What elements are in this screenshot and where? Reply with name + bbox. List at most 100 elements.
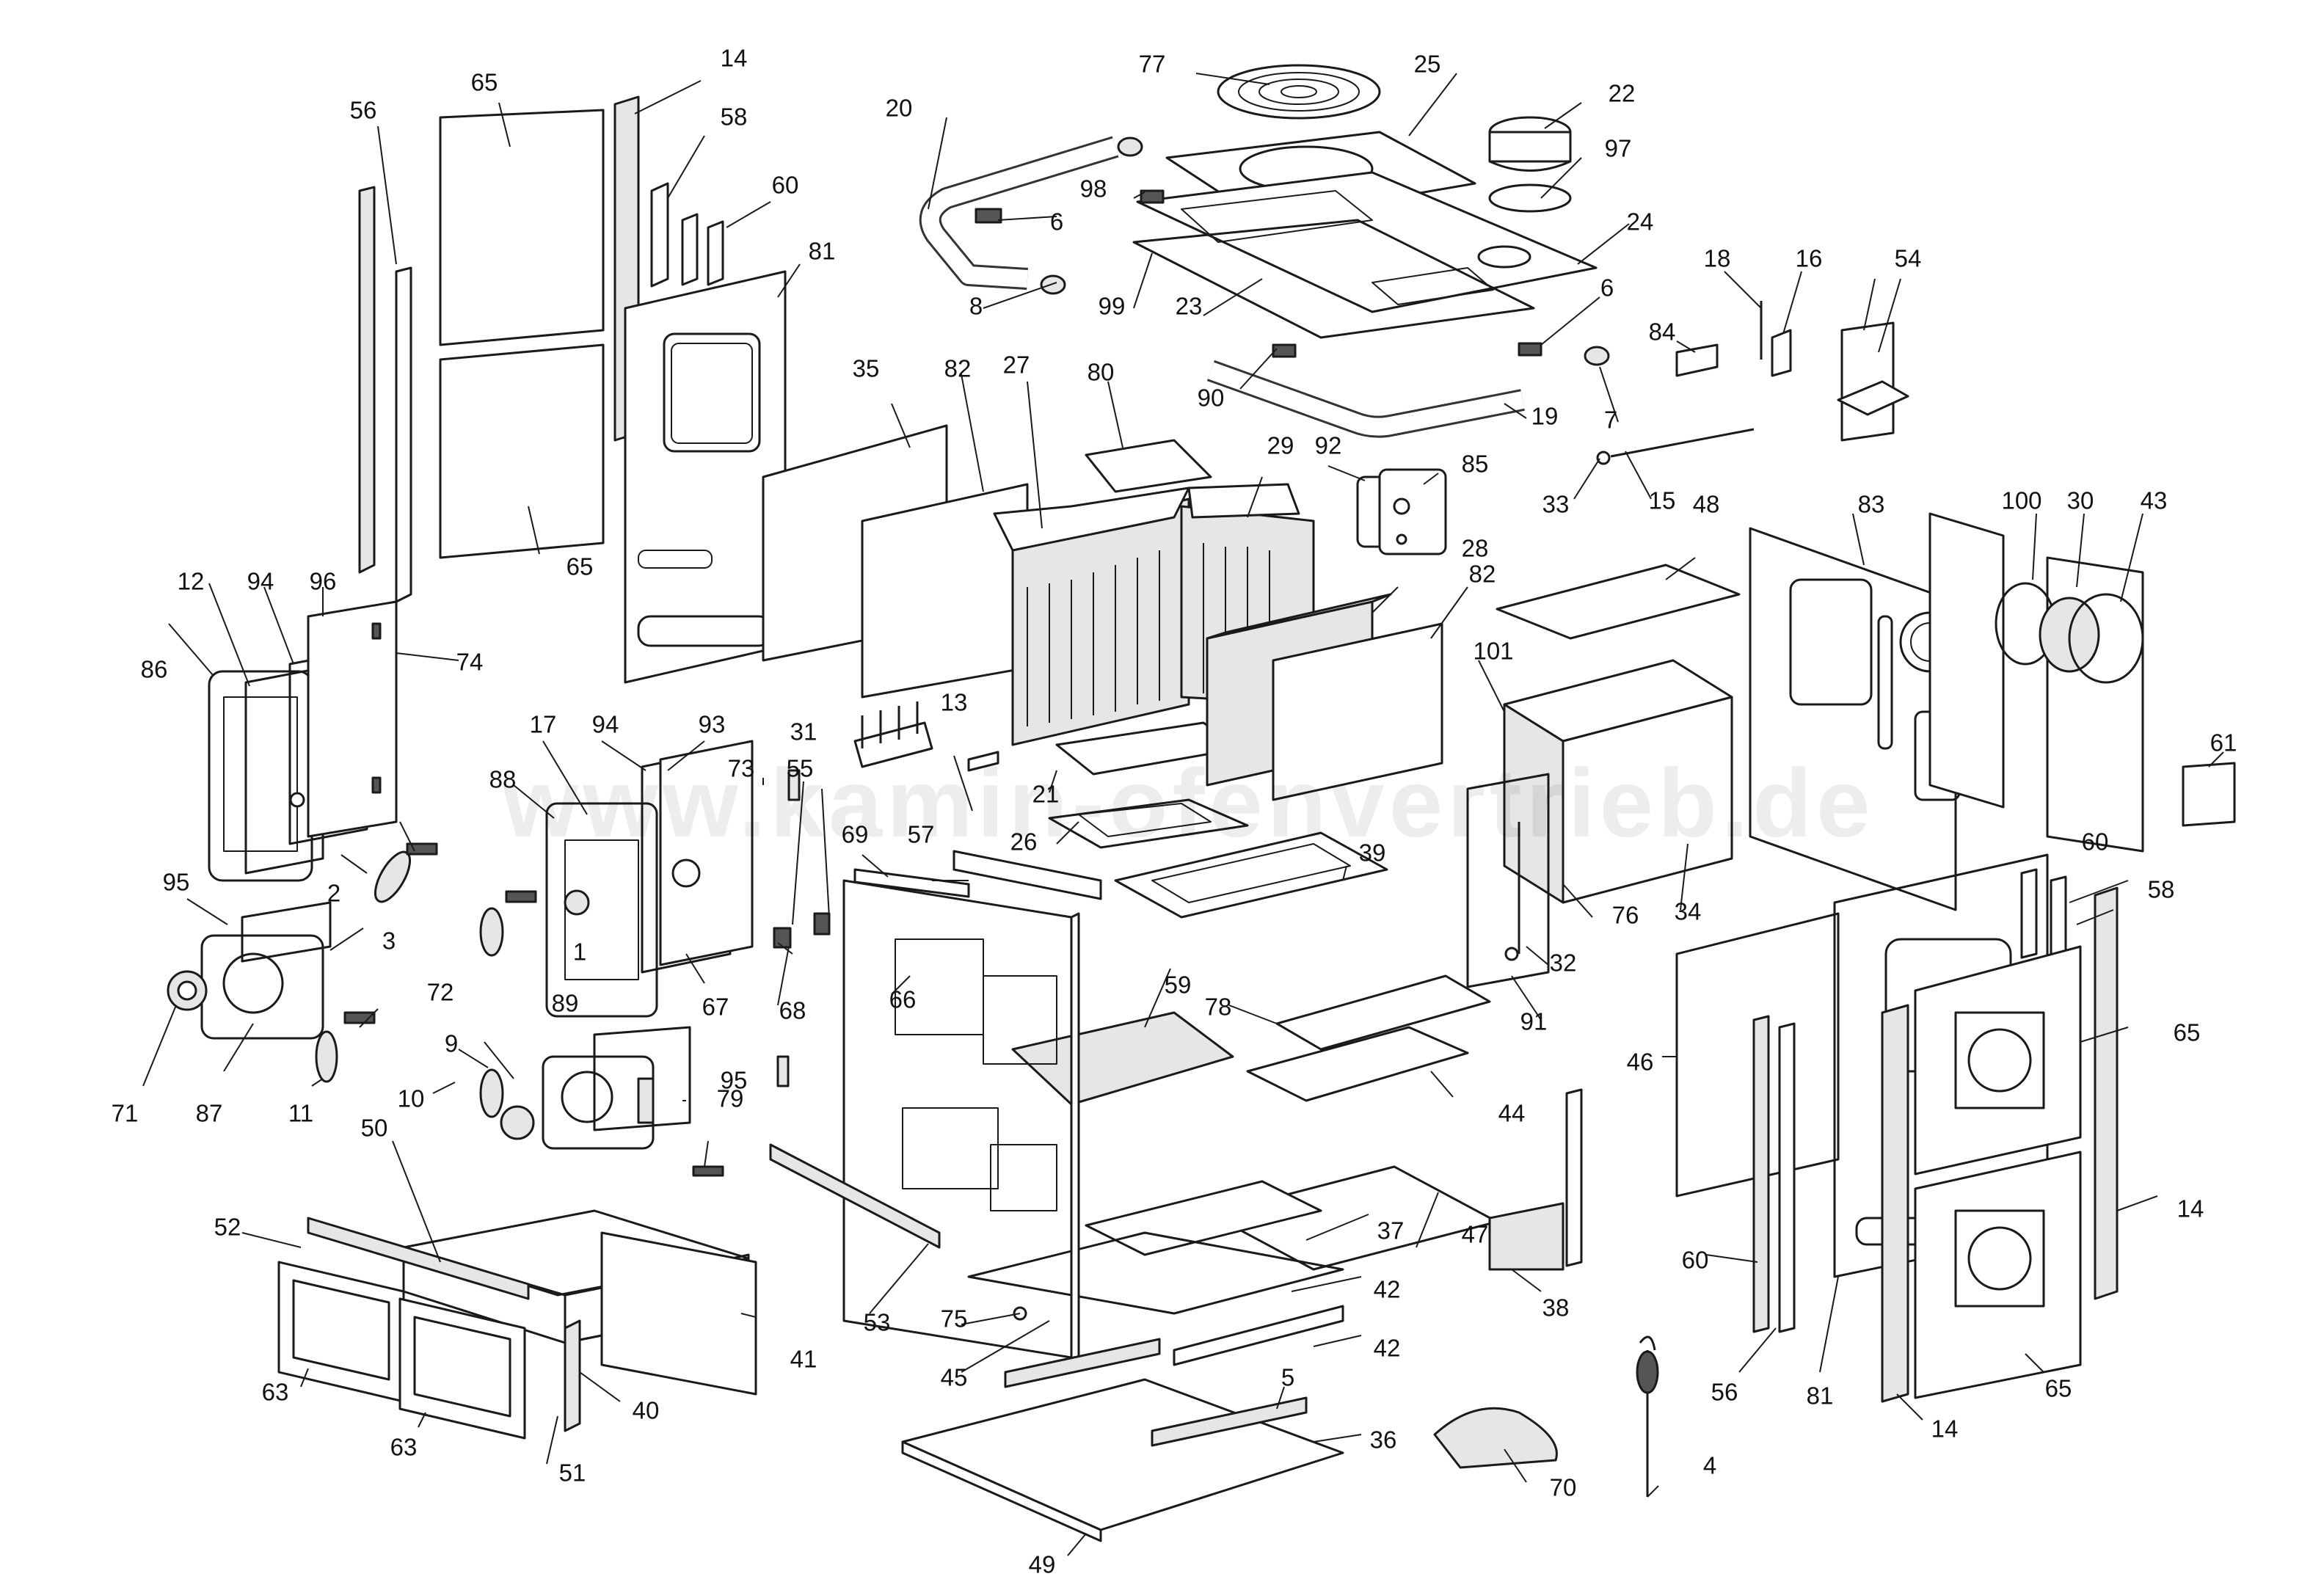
clip-13 [967, 751, 999, 772]
watermark: www.kamin-ofenvertrieb.de [503, 749, 1875, 857]
callout-67: 67 [702, 994, 729, 1021]
door-89 [542, 1055, 655, 1150]
callout-76: 76 [1612, 902, 1639, 929]
left-trim-strip [650, 182, 724, 288]
door-inner-74 [307, 600, 398, 838]
callout-57: 57 [908, 821, 935, 848]
frame-rail-42b [1173, 1305, 1344, 1366]
callout-51: 51 [559, 1459, 586, 1487]
callout-47: 47 [1462, 1221, 1489, 1248]
callout-54: 54 [1895, 245, 1922, 272]
callout-2: 2 [327, 880, 340, 907]
callout-55: 55 [787, 755, 814, 782]
leader-lines [142, 73, 2224, 1556]
callout-18: 18 [1704, 245, 1731, 272]
watermark-text: www.kamin-ofenvertrieb.de [503, 749, 1875, 857]
oven-plate-48 [1496, 564, 1741, 640]
thermometer-4 [1636, 1335, 1659, 1497]
callout-77: 77 [1139, 51, 1166, 78]
door-handle-9 [479, 1068, 535, 1140]
callout-80: 80 [1088, 359, 1115, 386]
callout-43: 43 [2141, 487, 2168, 514]
callout-32: 32 [1550, 949, 1577, 977]
oven-rack-39 [1114, 831, 1388, 919]
callout-88: 88 [489, 766, 517, 793]
right-corner-profile-14 [1881, 1004, 1909, 1403]
callout-65c: 65 [2174, 1019, 2201, 1046]
base-rail-36 [1004, 1338, 1308, 1447]
callout-53: 53 [864, 1309, 891, 1336]
callout-9: 9 [445, 1030, 458, 1057]
callout-48: 48 [1693, 491, 1720, 518]
callout-60c: 60 [1682, 1247, 1709, 1274]
rail-tube-right [1206, 360, 1525, 438]
firebox-door-86 [208, 670, 313, 882]
callout-14b: 14 [2177, 1195, 2204, 1222]
callout-37: 37 [1377, 1217, 1405, 1244]
callout-93: 93 [699, 711, 726, 738]
air-regulator-box [1356, 468, 1447, 555]
callout-72: 72 [427, 979, 454, 1006]
callout-25: 25 [1414, 51, 1441, 78]
rear-cover-panels [1928, 512, 2144, 853]
callout-38: 38 [1542, 1294, 1570, 1322]
ash-door-87 [200, 901, 332, 1040]
callout-6a: 6 [1050, 208, 1063, 236]
callout-90: 90 [1198, 384, 1225, 412]
callout-14c: 14 [1931, 1415, 1959, 1443]
callout-27: 27 [1003, 351, 1030, 379]
callout-20: 20 [886, 95, 913, 122]
callout-78: 78 [1205, 994, 1232, 1021]
callout-94b: 94 [592, 711, 619, 738]
tube-caps-and-brackets [975, 136, 1610, 366]
callout-86: 86 [141, 656, 168, 683]
callout-63a: 63 [262, 1379, 289, 1406]
callout-63b: 63 [390, 1434, 418, 1461]
callout-95a: 95 [163, 869, 190, 896]
callout-16: 16 [1796, 245, 1823, 272]
callout-95b: 95 [721, 1067, 748, 1094]
callout-28: 28 [1462, 535, 1489, 562]
callout-66: 66 [889, 986, 917, 1013]
callout-5: 5 [1281, 1364, 1294, 1391]
callout-36: 36 [1370, 1426, 1397, 1454]
callout-42a: 42 [1374, 1276, 1401, 1303]
callout-58a: 58 [721, 103, 748, 131]
callout-31: 31 [790, 718, 817, 746]
callout-17: 17 [530, 711, 557, 738]
damper-parts [1675, 301, 1909, 442]
left-side-panel-upper [439, 109, 605, 346]
callout-65a: 65 [471, 69, 498, 96]
callout-79: 79 [717, 1085, 744, 1112]
callout-50: 50 [361, 1115, 388, 1142]
callout-75: 75 [941, 1305, 968, 1333]
callout-42b: 42 [1374, 1335, 1401, 1362]
callout-84: 84 [1649, 318, 1676, 346]
oven-door-frame-91 [1466, 773, 1550, 988]
tray-59 [1011, 1011, 1234, 1106]
callout-60b: 60 [2082, 828, 2109, 856]
oven-gasket-44 [1246, 1026, 1469, 1102]
right-outer-panel-lower [1914, 1151, 2082, 1399]
drawer-side-41 [600, 1231, 757, 1396]
callout-99: 99 [1099, 293, 1126, 320]
drawer-side-40 [564, 1319, 581, 1432]
callout-70: 70 [1550, 1474, 1577, 1501]
callout-83: 83 [1858, 491, 1885, 518]
callout-45: 45 [941, 1364, 968, 1391]
callout-3: 3 [382, 927, 396, 955]
left-inner-side-panel [624, 270, 787, 684]
ash-pan-26 [1048, 798, 1249, 849]
callout-82b: 82 [1469, 561, 1496, 588]
callout-59: 59 [1165, 972, 1192, 999]
callout-69: 69 [842, 821, 869, 848]
callout-56b: 56 [1711, 1379, 1738, 1406]
callout-74: 74 [456, 649, 484, 676]
door-gasket-95 [593, 1026, 691, 1131]
small-panel-61 [2182, 762, 2236, 827]
rail-53 [769, 1143, 941, 1249]
callout-15: 15 [1649, 487, 1676, 514]
callout-46: 46 [1627, 1049, 1654, 1076]
left-frame-rail [358, 186, 412, 603]
